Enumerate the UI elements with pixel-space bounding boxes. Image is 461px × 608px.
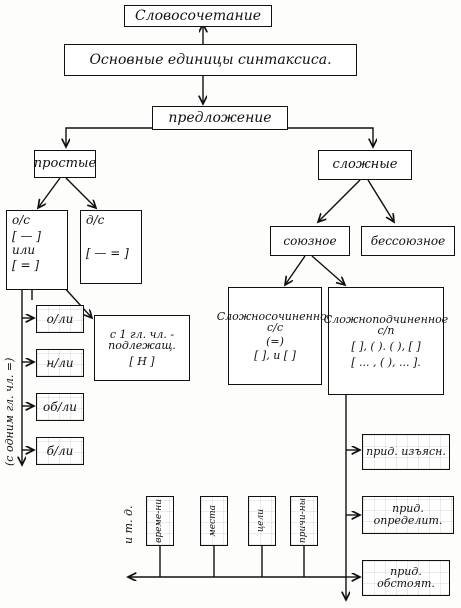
slozhnye-box: сложные bbox=[318, 150, 412, 180]
prostye-box: простые bbox=[34, 150, 96, 178]
ds-schema: [ — = ] bbox=[86, 245, 129, 260]
os-label: о/с bbox=[12, 213, 30, 227]
one-main-member-label: (с одним гл. чл. =) bbox=[3, 357, 16, 466]
subtype-label-izyasn: прид. изъясн. bbox=[366, 445, 446, 459]
type-box-2: н/ли bbox=[36, 349, 84, 377]
type-label-4: б/ли bbox=[46, 443, 74, 458]
ssp-schema: [ ], и [ ] bbox=[254, 348, 296, 362]
type-label-1: о/ли bbox=[46, 311, 74, 326]
obst-box-mesta: места bbox=[200, 496, 228, 546]
soyuznoe-label: союзное bbox=[283, 233, 337, 248]
subtype-label-opredelit: прид. определит. bbox=[373, 502, 443, 527]
bessoyuznoe-box: бессоюзное bbox=[361, 226, 455, 256]
obst-label-tseli: цели bbox=[256, 509, 267, 533]
ssp-title: Сложносочиненное с/с bbox=[216, 309, 334, 335]
ssp-box: Сложносочиненное с/с (=) [ ], и [ ] bbox=[217, 287, 333, 385]
one-member-box: с 1 гл. чл. - подлежащ. [ Н ] bbox=[94, 315, 190, 381]
type-box-4: б/ли bbox=[36, 437, 84, 465]
type-box-3: об/ли bbox=[36, 393, 84, 421]
ds-label: д/с bbox=[86, 213, 105, 227]
predlozhenie-box: предложение bbox=[152, 106, 288, 130]
os-ili: или bbox=[12, 243, 36, 258]
os-schema-1: [ — ] bbox=[12, 228, 41, 243]
obst-label-vremeni: време-ни bbox=[154, 499, 165, 543]
prostye-label: простые bbox=[33, 156, 97, 172]
os-schema-2: [ = ] bbox=[12, 257, 40, 272]
predlozhenie-label: предложение bbox=[168, 109, 272, 126]
spp-title: Сложноподчиненное с/п bbox=[323, 312, 449, 338]
units-box: Основные единицы синтаксиса. bbox=[64, 44, 357, 76]
etc-label: и т. д. bbox=[122, 505, 135, 544]
ssp-mark: (=) bbox=[266, 335, 284, 348]
type-box-1: о/ли bbox=[36, 305, 84, 333]
one-member-label: с 1 гл. чл. - подлежащ. bbox=[108, 327, 176, 353]
soyuznoe-box: союзное bbox=[270, 226, 350, 256]
type-label-3: об/ли bbox=[43, 399, 77, 414]
subtype-label-obstoyat: прид. обстоят. bbox=[377, 565, 435, 590]
obst-box-tseli: цели bbox=[248, 496, 276, 546]
type-label-2: н/ли bbox=[46, 355, 74, 370]
bessoyuznoe-label: бессоюзное bbox=[370, 233, 446, 248]
slovosochetanie-label: Словосочетание bbox=[134, 7, 262, 24]
slovosochetanie-box: Словосочетание bbox=[124, 5, 272, 27]
slozhnye-label: сложные bbox=[332, 157, 398, 173]
subtype-box-izyasn: прид. изъясн. bbox=[362, 434, 450, 470]
subtype-box-obstoyat: прид. обстоят. bbox=[362, 560, 450, 596]
spp-schema-1: [ ], ( ). ( ), [ ] bbox=[351, 340, 421, 353]
obst-box-vremeni: време-ни bbox=[146, 496, 174, 546]
os-box: о/с [ — ] или [ = ] bbox=[6, 210, 68, 290]
one-member-schema: [ Н ] bbox=[129, 354, 155, 368]
subtype-box-opredelit: прид. определит. bbox=[362, 496, 454, 534]
units-label: Основные единицы синтаксиса. bbox=[89, 51, 332, 68]
spp-box: Сложноподчиненное с/п [ ], ( ). ( ), [ ]… bbox=[324, 287, 448, 395]
obst-label-mesta: места bbox=[208, 505, 219, 537]
obst-box-prichiny: причи-ны bbox=[290, 496, 318, 546]
ds-box: д/с [ — = ] bbox=[80, 210, 142, 284]
obst-label-prichiny: причи-ны bbox=[298, 498, 309, 544]
spp-schema-2: [ ... , ( ), ... ]. bbox=[351, 355, 421, 369]
